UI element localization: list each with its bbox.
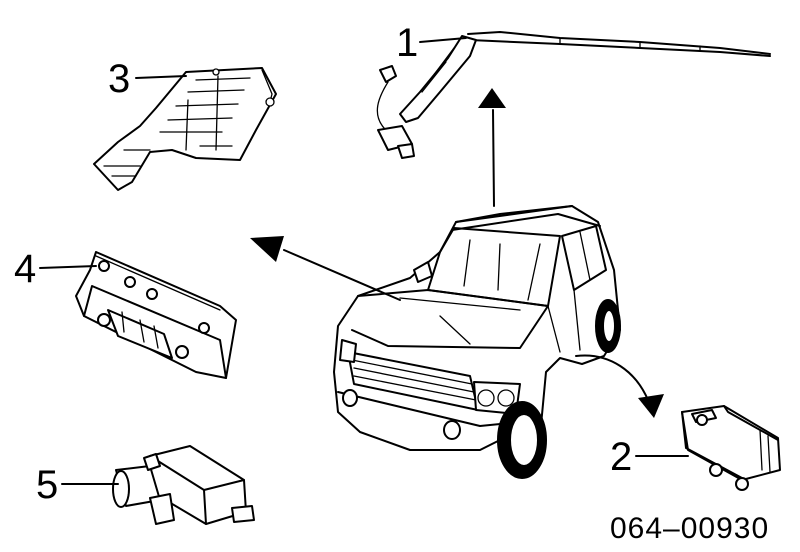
callout-1: 1 (396, 21, 418, 65)
arrow-left-icon (250, 236, 284, 262)
pointer-arrows (250, 88, 664, 418)
diagram-code: 064–00930 (610, 512, 769, 545)
callout-4: 4 (14, 247, 36, 291)
arrow-up-icon (478, 88, 506, 108)
part-3-heater-mat (93, 67, 277, 191)
part-4-control-module (75, 251, 237, 379)
callout-2: 2 (610, 435, 632, 479)
callout-5: 5 (36, 463, 58, 507)
leader-lines (39, 37, 689, 485)
part-1-wiper-rain-sensor (376, 31, 771, 159)
vehicle-suv-illustration (333, 205, 621, 479)
part-5-sensor (112, 445, 255, 525)
callout-3: 3 (108, 57, 130, 101)
part-2-module-box (681, 405, 781, 491)
arrow-down-right-icon (638, 394, 664, 418)
